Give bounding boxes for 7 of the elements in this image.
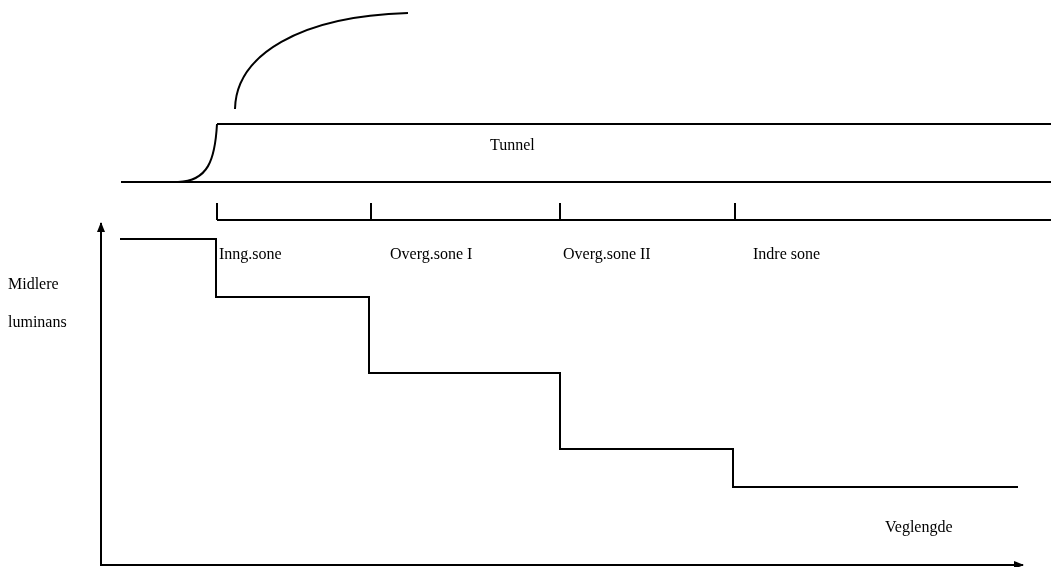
zone-label: Inng.sone bbox=[219, 245, 282, 263]
tunnel-label: Tunnel bbox=[490, 136, 535, 154]
axis-title: Veglengde bbox=[885, 518, 953, 536]
zone-label: Overg.sone I bbox=[390, 245, 473, 263]
axis-title: Midlere luminans bbox=[8, 274, 68, 332]
zone-label: Indre sone bbox=[753, 245, 821, 263]
zone-label: Overg.sone II bbox=[563, 245, 651, 263]
